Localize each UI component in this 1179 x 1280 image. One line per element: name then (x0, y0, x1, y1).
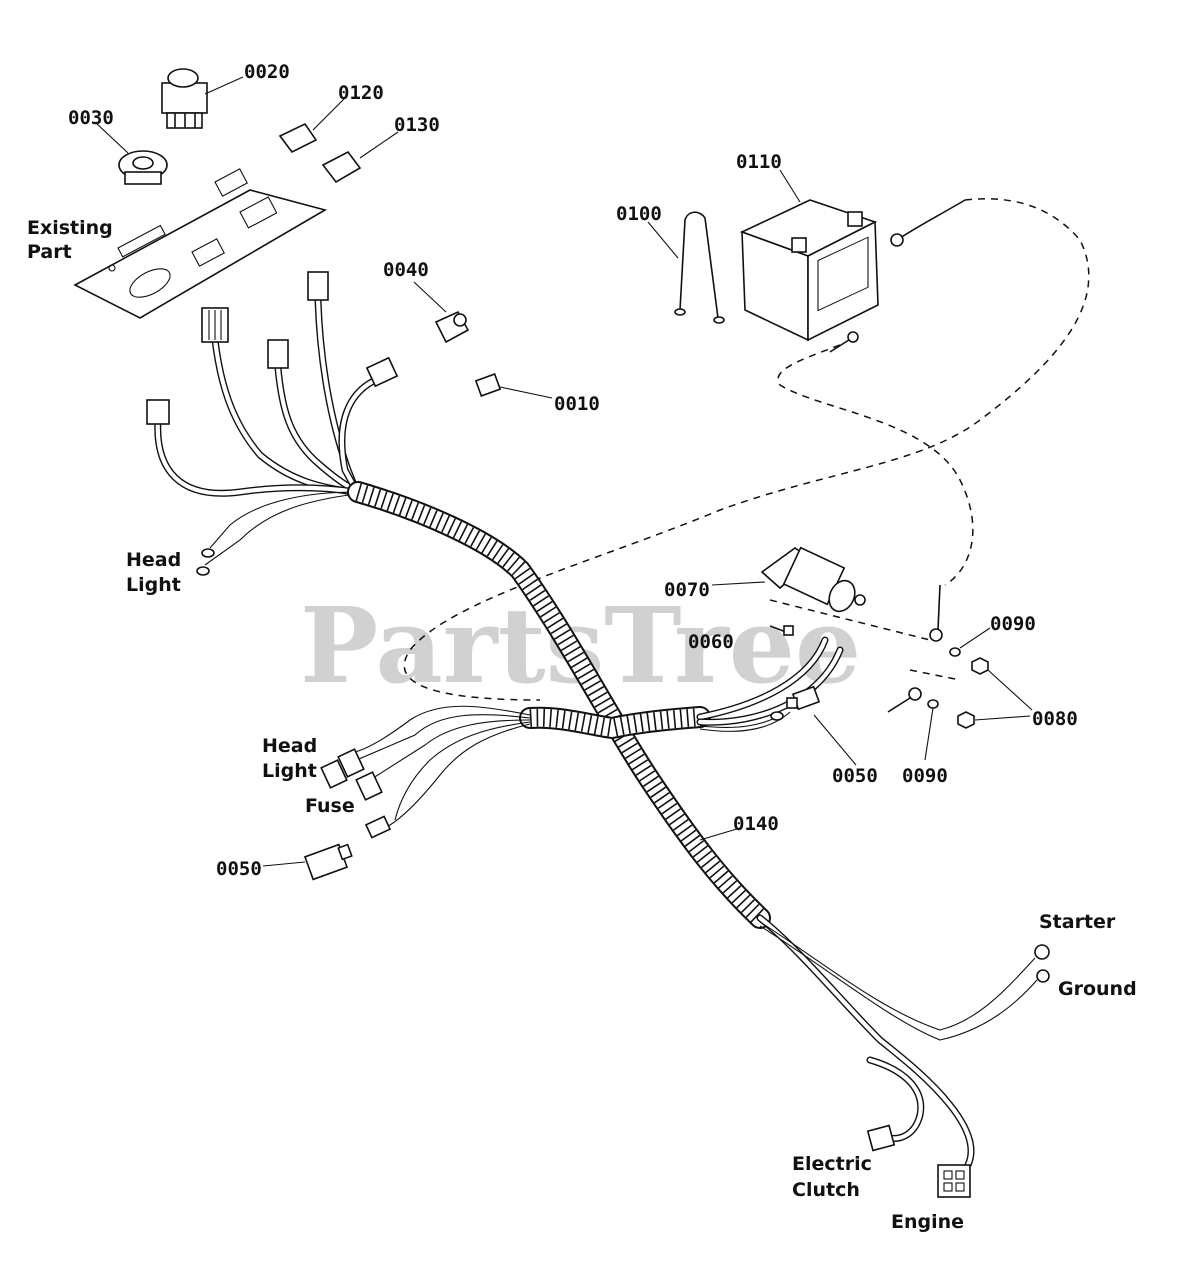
starter-solenoid-0070 (760, 546, 866, 613)
label-0130: 0130 (394, 114, 440, 136)
connectors-upper (146, 271, 399, 576)
label-head-light-lower-line2: Light (262, 760, 317, 782)
diode-0050-left (303, 843, 353, 881)
seat-switch-0040 (434, 310, 470, 344)
cover-plate-0130 (321, 150, 362, 184)
connector-electric-clutch (866, 1124, 896, 1152)
terminals-starter-ground (1034, 944, 1050, 983)
connectors-lower-left (320, 748, 392, 839)
leader-0080-b (974, 715, 1031, 721)
part-labels: 0020 0030 0120 0130 0110 0100 Existing P… (27, 61, 1137, 1233)
label-starter: Starter (1039, 911, 1116, 933)
label-0080: 0080 (1032, 708, 1078, 730)
label-0090-upper: 0090 (990, 613, 1036, 635)
leader-0040 (413, 281, 447, 313)
label-0090-lower: 0090 (902, 765, 948, 787)
harness-lower-branches (756, 914, 1038, 1169)
washer-0090-upper (949, 647, 961, 657)
diode-0050-right (770, 685, 821, 721)
main-wire-loom-0140 (347, 481, 771, 929)
leader-0020 (204, 76, 244, 95)
ignition-switch-0030 (118, 150, 168, 185)
leader-0010 (499, 386, 553, 399)
leader-0130 (359, 131, 399, 159)
harness-solenoid-branch (696, 636, 844, 732)
leader-0080-a (987, 669, 1033, 711)
nut-0080-upper (971, 657, 989, 675)
clip-0010 (474, 373, 502, 397)
leader-0050-left (262, 861, 306, 867)
battery-cable-terminals (829, 199, 966, 642)
label-0120: 0120 (338, 82, 384, 104)
label-ground: Ground (1058, 978, 1137, 1000)
leader-0110 (779, 169, 801, 203)
leader-0070 (711, 581, 766, 586)
label-existing-part-line1: Existing (27, 217, 113, 239)
screw-0060 (769, 625, 794, 636)
nut-0080-lower (957, 711, 975, 729)
washer-0090-lower (927, 699, 939, 709)
harness-upper-branches (154, 296, 384, 566)
leader-0120 (312, 97, 346, 131)
leader-0050-right (813, 714, 857, 766)
label-0040: 0040 (383, 259, 429, 281)
label-0140: 0140 (733, 813, 779, 835)
label-head-light-upper-line1: Head (126, 549, 181, 571)
label-0100: 0100 (616, 203, 662, 225)
dash-panel-existing-part (73, 168, 328, 319)
battery-0110 (739, 199, 879, 342)
label-electric-clutch-line2: Clutch (792, 1179, 860, 1201)
leader-0030 (95, 122, 129, 154)
label-fuse: Fuse (305, 795, 355, 817)
label-head-light-lower-line1: Head (262, 735, 317, 757)
leader-0090-upper (959, 627, 991, 649)
label-0050-left: 0050 (216, 858, 262, 880)
cover-plate-0120 (278, 122, 318, 154)
label-0060: 0060 (688, 631, 734, 653)
battery-hold-down-0100 (674, 211, 725, 324)
label-0110: 0110 (736, 151, 782, 173)
label-0010: 0010 (554, 393, 600, 415)
label-0030: 0030 (68, 107, 114, 129)
connector-engine (937, 1164, 971, 1198)
label-0020: 0020 (244, 61, 290, 83)
ground-terminal-bolt (887, 687, 922, 713)
pto-switch-0020 (161, 68, 208, 129)
label-engine: Engine (891, 1211, 964, 1233)
leader-0140 (699, 827, 741, 841)
label-head-light-upper-line2: Light (126, 574, 181, 596)
label-existing-part-line2: Part (27, 241, 72, 263)
label-electric-clutch-line1: Electric (792, 1153, 872, 1175)
label-0050-right: 0050 (832, 765, 878, 787)
leader-0090-lower (924, 707, 934, 761)
harness-lower-left-branch (344, 705, 531, 829)
label-0070: 0070 (664, 579, 710, 601)
leader-0100 (647, 221, 679, 259)
